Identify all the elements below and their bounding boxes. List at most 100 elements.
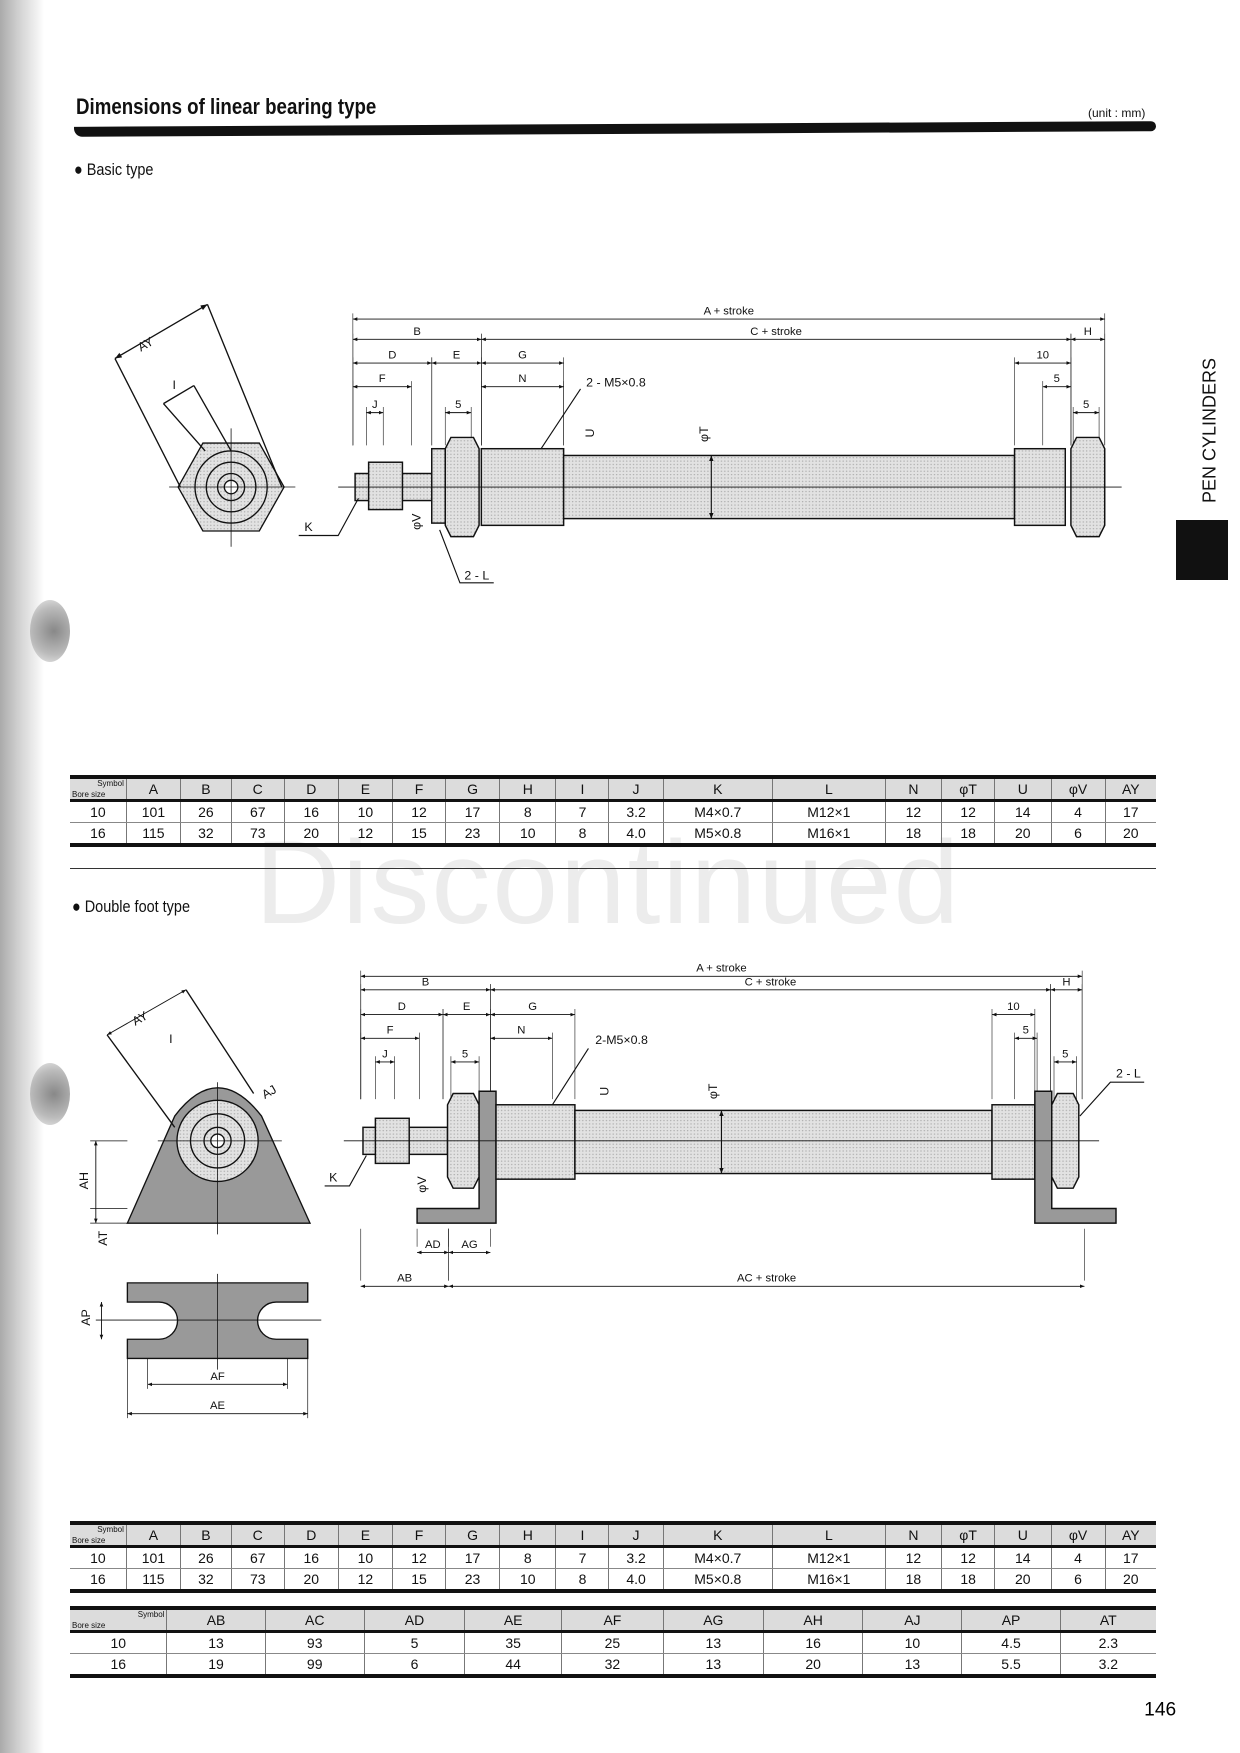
table-cell: 23 [444, 822, 500, 847]
dimension-label-j: J [372, 399, 378, 411]
table-cell: 10 [499, 822, 556, 847]
label-ap: AP [79, 1309, 93, 1326]
column-header: AD [363, 1606, 465, 1633]
table-cell: 12 [941, 800, 995, 823]
punch-hole [30, 600, 70, 662]
table-cell: 115 [125, 1568, 181, 1593]
label-k: K [329, 1170, 338, 1184]
table-cell: 5 [363, 1631, 465, 1654]
dimension-label-ten: 10 [1036, 350, 1049, 362]
bore-size-cell: 10 [70, 1631, 167, 1654]
table-cell: 4 [1050, 800, 1106, 823]
table-cell: 17 [444, 800, 500, 823]
table-cell: 8 [555, 1568, 609, 1593]
label-u: U [598, 1087, 612, 1096]
table-cell: M4×0.7 [662, 800, 773, 823]
table-cell: M16×1 [771, 1568, 886, 1593]
table-cell: 20 [994, 1568, 1051, 1593]
label-2l: 2 - L [1116, 1067, 1141, 1081]
table-cell: 26 [180, 1546, 232, 1569]
corner-symbol: Symbol [97, 779, 124, 788]
label-at: AT [96, 1230, 110, 1245]
dimension-label-ad: AD [425, 1239, 441, 1251]
label-phi-v: φV [415, 1176, 429, 1193]
table-cell: 16 [763, 1631, 863, 1654]
table-cell: 17 [444, 1546, 500, 1569]
label-phi-t: φT [697, 426, 711, 442]
dimension-label-c_stroke: C + stroke [745, 976, 797, 988]
column-header: C [230, 1521, 285, 1548]
dimension-label-b: B [413, 326, 421, 338]
column-header: B [180, 1521, 232, 1548]
table-cell: M12×1 [771, 1546, 886, 1569]
section-heading-basic: ● Basic type [74, 160, 154, 179]
table-cell: 12 [884, 800, 942, 823]
table-cell: 101 [125, 1546, 181, 1569]
label-2l: 2 - L [464, 568, 489, 582]
column-header: φT [941, 775, 995, 802]
corner-symbol: Symbol [97, 1525, 124, 1534]
table-cell: 10 [499, 1568, 556, 1593]
bore-size-cell: 16 [70, 822, 127, 847]
table-cell: 12 [391, 1546, 446, 1569]
table-cell: 4.0 [608, 822, 664, 847]
unit-note: (unit : mm) [1088, 106, 1146, 120]
table-cell: 4 [1050, 1546, 1106, 1569]
column-header: J [608, 775, 664, 802]
column-header: G [444, 775, 500, 802]
column-header: K [662, 775, 773, 802]
table-cell: 10 [337, 1546, 393, 1569]
column-header: H [499, 775, 556, 802]
column-header: L [771, 775, 886, 802]
label-thread: 2-M5×0.8 [595, 1033, 648, 1047]
column-header: AF [561, 1606, 664, 1633]
column-header: A [125, 1521, 181, 1548]
column-header: D [283, 775, 339, 802]
column-header: J [608, 1521, 664, 1548]
column-header: AY [1104, 775, 1156, 802]
label-k: K [304, 520, 313, 534]
table-cell: 18 [941, 822, 995, 847]
table-cell: 20 [994, 822, 1051, 847]
dimension-label-b: B [422, 976, 430, 988]
table-cell: 67 [230, 800, 285, 823]
side-tab-block [1176, 520, 1228, 580]
table-cell: 20 [283, 1568, 339, 1593]
table-cell: M12×1 [771, 800, 886, 823]
dimension-label-d: D [388, 350, 396, 362]
table-cell: 18 [884, 822, 942, 847]
table-cell: 13 [862, 1653, 962, 1678]
table-cell: 15 [391, 1568, 446, 1593]
column-header: AC [264, 1606, 365, 1633]
table-cell: 25 [561, 1631, 664, 1654]
dimension-label-c_stroke: C + stroke [750, 326, 802, 338]
column-header: AE [464, 1606, 562, 1633]
table-cell: 2.3 [1059, 1631, 1156, 1654]
label-aj: AJ [259, 1082, 279, 1101]
table-cell: 20 [283, 822, 339, 847]
table-cell: 6 [363, 1653, 465, 1678]
double-foot-end-view [90, 989, 312, 1235]
table-cell: 12 [337, 1568, 393, 1593]
table-cell: 4.5 [961, 1631, 1061, 1654]
table-cell: 12 [884, 1546, 942, 1569]
table-cell: 12 [391, 800, 446, 823]
column-header: C [230, 775, 285, 802]
dimension-label-d: D [398, 1001, 406, 1013]
table-cell: 35 [464, 1631, 562, 1654]
column-header: A [125, 775, 181, 802]
column-header: U [994, 775, 1051, 802]
table-cell: 6 [1050, 822, 1106, 847]
dimension-label-g: G [528, 1001, 537, 1013]
dimension-label-h: H [1084, 326, 1092, 338]
column-header: F [391, 775, 446, 802]
column-header: AH [763, 1606, 863, 1633]
dimension-label-a_stroke: A + stroke [696, 963, 746, 975]
bore-size-cell: 10 [70, 1546, 127, 1569]
basic-end-view [114, 303, 296, 547]
label-ae: AE [210, 1400, 226, 1412]
